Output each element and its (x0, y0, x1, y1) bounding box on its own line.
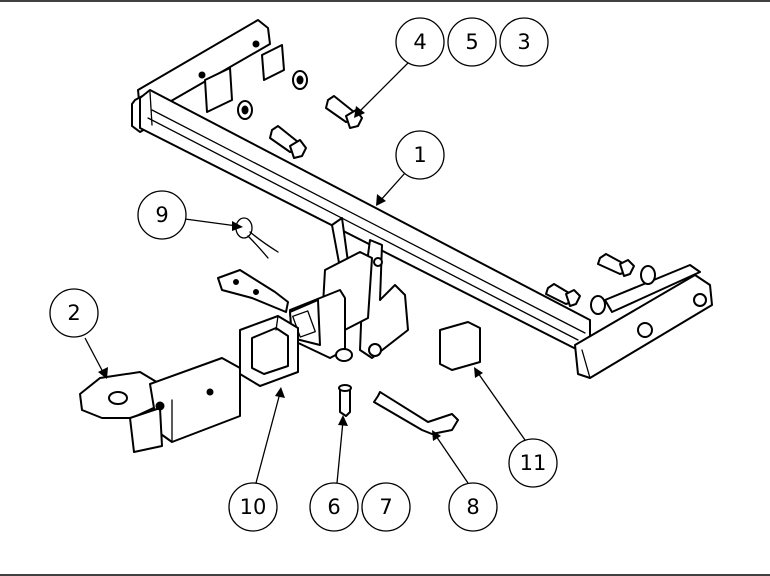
balloon-3: 3 (499, 17, 549, 67)
small-bolt (335, 348, 353, 417)
balloon-6: 6 (309, 482, 359, 532)
hitch-pin-clip (235, 217, 279, 259)
receiver-collar (239, 315, 299, 387)
balloon-4-label: 4 (413, 30, 426, 54)
balloon-3-label: 3 (517, 30, 530, 54)
leader-lines (84, 56, 526, 484)
balloon-1: 1 (395, 130, 445, 180)
balloon-1-label: 1 (413, 143, 426, 167)
balloon-5: 5 (447, 17, 497, 67)
balloon-2-label: 2 (67, 301, 80, 325)
balloon-2: 2 (49, 288, 99, 338)
balloon-10-label: 10 (240, 495, 267, 519)
balloon-5-label: 5 (465, 30, 478, 54)
balloon-10: 10 (228, 482, 278, 532)
right-hardware (545, 253, 656, 315)
hitch-pin (373, 391, 459, 435)
balloon-11-label: 11 (520, 451, 547, 475)
balloon-7-label: 7 (379, 495, 392, 519)
balloon-8-label: 8 (466, 495, 479, 519)
balloon-8: 8 (448, 482, 498, 532)
balloon-9: 9 (137, 190, 187, 240)
crossbar-assembly (131, 19, 713, 379)
balloon-7: 7 (361, 482, 411, 532)
top-left-hardware (237, 70, 363, 159)
ball-mount (79, 357, 241, 453)
balloon-6-label: 6 (327, 495, 340, 519)
balloon-4: 4 (395, 17, 445, 67)
label-plate (439, 321, 481, 371)
balloon-9-label: 9 (155, 203, 168, 227)
balloon-11: 11 (508, 438, 558, 488)
